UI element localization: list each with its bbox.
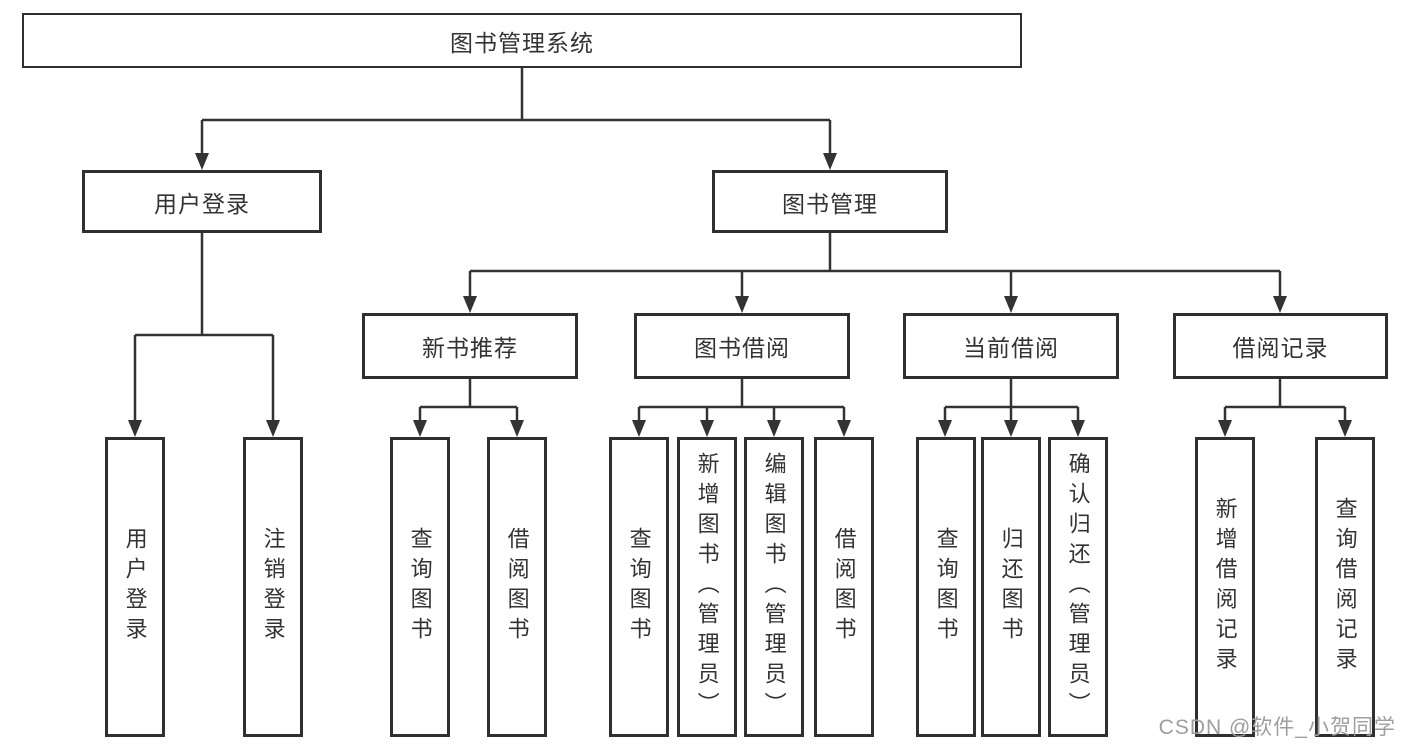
leaf-query-books-recommend: 查询图书 (390, 437, 450, 737)
leaf-add-book-admin: 新增图书（管理员） (677, 437, 737, 737)
node-book-borrow: 图书借阅 (634, 313, 850, 379)
node-current-borrow: 当前借阅 (903, 313, 1119, 379)
node-label: 注销登录 (260, 527, 286, 647)
node-label: 查询图书 (626, 527, 652, 647)
node-label: 归还图书 (998, 527, 1024, 647)
leaf-return-book: 归还图书 (981, 437, 1041, 737)
node-label: 用户登录 (154, 190, 250, 217)
leaf-query-borrow-record: 查询借阅记录 (1315, 437, 1375, 737)
node-label: 图书管理 (782, 190, 878, 217)
node-user-login: 用户登录 (82, 170, 322, 233)
node-label: 编辑图书（管理员） (761, 452, 787, 722)
leaf-confirm-return-admin: 确认归还（管理员） (1048, 437, 1108, 737)
node-label: 当前借阅 (963, 335, 1059, 361)
leaf-borrow-books-recommend: 借阅图书 (487, 437, 547, 737)
leaf-user-login: 用户登录 (105, 437, 165, 737)
node-book-management: 图书管理 (712, 170, 948, 233)
node-label: 新书推荐 (422, 335, 518, 361)
node-borrow-records: 借阅记录 (1173, 313, 1388, 379)
node-label: 查询图书 (407, 527, 433, 647)
leaf-query-books-borrow: 查询图书 (609, 437, 669, 737)
node-label: 新增图书（管理员） (694, 452, 720, 722)
node-label: 确认归还（管理员） (1065, 452, 1091, 722)
leaf-logout: 注销登录 (243, 437, 303, 737)
node-label: 用户登录 (122, 527, 148, 647)
node-label: 借阅图书 (504, 527, 530, 647)
leaf-query-books-current: 查询图书 (916, 437, 976, 737)
node-label: 查询借阅记录 (1332, 497, 1358, 677)
leaf-borrow-books: 借阅图书 (814, 437, 874, 737)
node-label: 新增借阅记录 (1212, 497, 1238, 677)
csdn-watermark: CSDN @软件_小贺同学 (1158, 716, 1396, 739)
node-new-book-recommend: 新书推荐 (362, 313, 578, 379)
node-label: 图书借阅 (694, 335, 790, 361)
leaf-edit-book-admin: 编辑图书（管理员） (744, 437, 804, 737)
node-library-management-system: 图书管理系统 (22, 13, 1022, 68)
node-label: 借阅图书 (831, 527, 857, 647)
node-label: 借阅记录 (1232, 335, 1329, 361)
node-label: 图书管理系统 (450, 29, 594, 56)
leaf-add-borrow-record: 新增借阅记录 (1195, 437, 1255, 737)
node-label: 查询图书 (933, 527, 959, 647)
